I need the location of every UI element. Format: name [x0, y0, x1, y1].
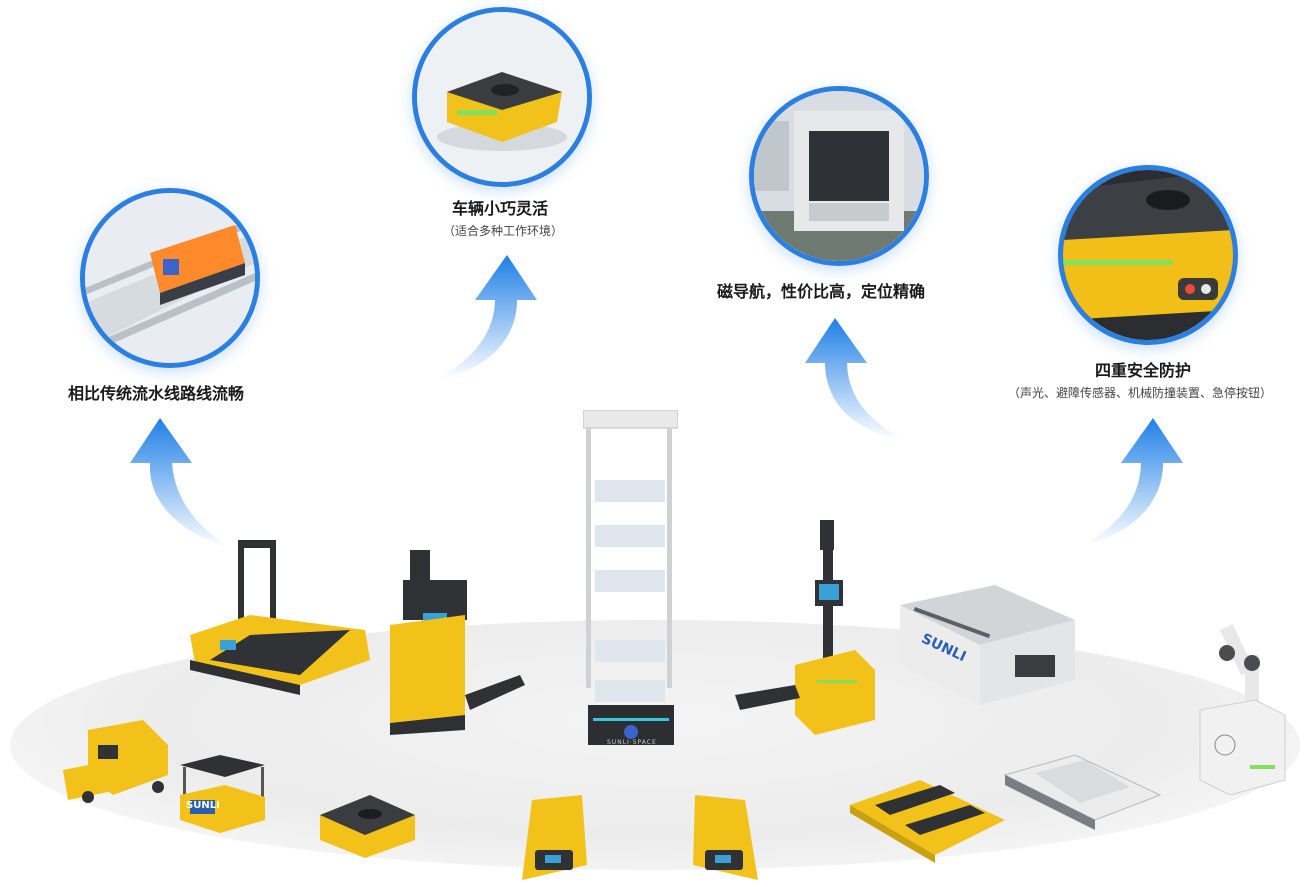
- feature-image-compact-agv: [412, 7, 592, 187]
- agv-lift-cart: [190, 540, 370, 695]
- feature-title-2: 车辆小巧灵活: [452, 199, 549, 218]
- agv-pallet-jack: [390, 550, 525, 735]
- shelf-brand-label: SUNLI·SPACE: [607, 739, 657, 746]
- feature-title-4: 四重安全防护: [1095, 361, 1192, 380]
- arrow-up-icon: [1083, 418, 1183, 546]
- cart-brand-label: SUNLI: [186, 800, 220, 811]
- agv-robot-arm: [1199, 624, 1286, 795]
- feature-title-3: 磁导航，性价比高，定位精确: [717, 282, 926, 301]
- feature-image-line-module: [80, 188, 260, 368]
- agv-flat-carrier: [850, 780, 1005, 863]
- agv-tugger: [63, 720, 168, 803]
- feature-image-magnetic-nav: [749, 86, 929, 266]
- arrow-up-icon: [805, 318, 905, 440]
- agv-latent-2: [693, 795, 758, 880]
- agv-compact-round: [320, 795, 415, 858]
- agv-shelf-tower: [583, 410, 678, 745]
- agv-cart-with-frame: [180, 755, 265, 833]
- agv-latent-1: [522, 795, 587, 880]
- arrow-up-icon: [130, 418, 230, 548]
- feature-image-safety: [1058, 165, 1238, 345]
- feature-subtitle-2: （适合多种工作环境）: [443, 224, 564, 238]
- arrow-up-icon: [437, 255, 537, 380]
- feature-subtitle-4: （声光、避障传感器、机械防撞装置、急停按钮）: [1008, 386, 1273, 400]
- agv-stacker: [735, 520, 875, 735]
- agv-roller-conveyor: [900, 585, 1075, 705]
- feature-title-1: 相比传统流水线路线流畅: [68, 384, 245, 403]
- agv-slim-carrier: [1003, 755, 1162, 830]
